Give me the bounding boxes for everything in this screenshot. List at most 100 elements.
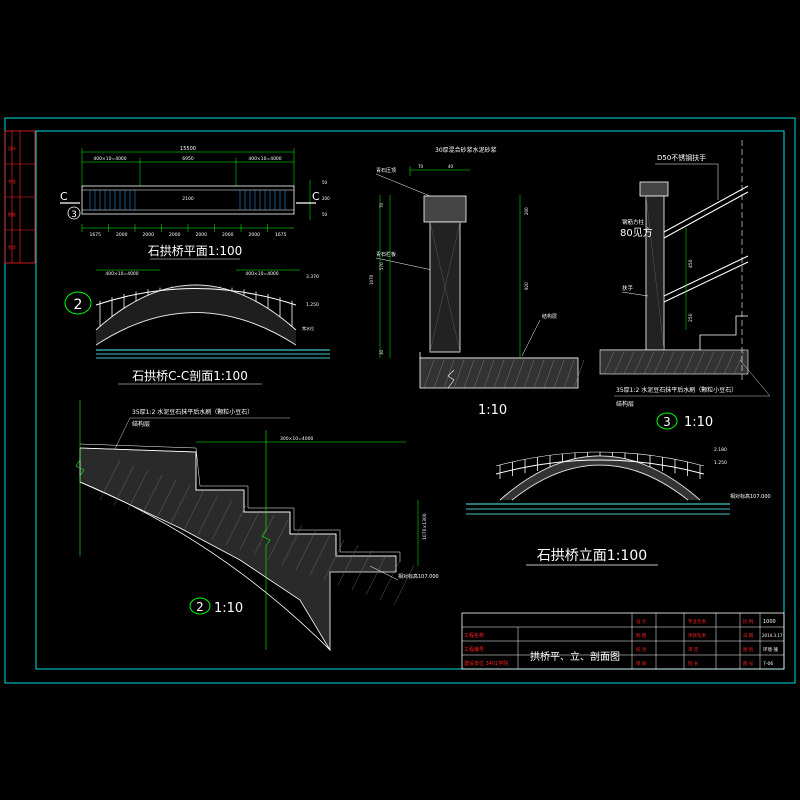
tb-mid-label: 审 核 (636, 660, 647, 667)
rd-hatch-line (523, 359, 535, 389)
d2-hatch-line (141, 474, 163, 516)
tb-mid-value: 项目负责 (688, 632, 706, 639)
tb-right-label: 图 别 (743, 646, 754, 653)
plan-total-dim: 15500 (180, 146, 196, 152)
cc-water-label: 常水位 (302, 325, 314, 331)
rd-dim-total: 1070 (369, 274, 374, 285)
d2-hatch-line (295, 529, 317, 571)
d2-hatch-line (155, 479, 177, 521)
d2-level: 相对标高107.000 (398, 573, 439, 580)
rd-hatch-line (463, 359, 475, 389)
tb-mid-value: 院 长 (688, 660, 699, 667)
strip-label: 签字 (8, 244, 16, 250)
d2-hatch-line (351, 549, 373, 591)
cc-title: 石拱桥C-C剖面1:100 (132, 369, 248, 383)
rd-hatch-line (573, 359, 585, 389)
d3-label-top: D50不锈钢扶手 (657, 153, 706, 162)
rd-hatch-line (423, 359, 435, 389)
inner-frame (35, 130, 785, 670)
d3-hatch-line (643, 351, 655, 375)
rd-hatch-line (513, 359, 525, 389)
d3-dim-b: 250 (688, 313, 694, 322)
d3-dim-a: 450 (688, 259, 694, 268)
d3-hatch-line (713, 351, 725, 375)
d2-hatch-line (211, 499, 233, 541)
callout-circle (67, 206, 81, 220)
plan-side-dim: 50 (322, 180, 328, 185)
rd-hatch-line (493, 359, 505, 389)
d3-label-bottom: 35厚1:2 水泥豆石抹平后水刷（颗粒小豆石） (616, 386, 737, 394)
plan-inner-dim: 2100 (182, 196, 194, 202)
d2-hatch-line (253, 514, 275, 556)
tb-right-value: 7-06 (763, 661, 773, 667)
d3-hatch-line (633, 351, 645, 375)
rd-hatch-line (483, 359, 495, 389)
cc-dim-left: 400×10=4000 (105, 271, 138, 277)
plan-bottom-dim: 1675 (275, 232, 287, 238)
cc-level-bottom: 1.250 (306, 302, 319, 308)
d3-hatch-line (683, 351, 695, 375)
rd-dim-tall: 570 (379, 262, 384, 270)
rd-dim-top2: 40 (448, 164, 454, 169)
tb-mid-value: 审 定 (688, 646, 699, 653)
plan-dim-mid: 6950 (182, 156, 194, 162)
d3-hatch-line (693, 351, 705, 375)
tb-mid-value: 专业负责 (688, 618, 706, 625)
tb-mid-label: 设 计 (636, 618, 647, 625)
d2-hatch-line (309, 534, 331, 576)
d2-hatch-line (239, 509, 261, 551)
d2-hatch-line (225, 504, 247, 546)
d2-label-base: 结构层 (132, 420, 150, 428)
d2-dim-top: 300×10=4000 (280, 436, 313, 442)
tb-right-label: 图 号 (743, 661, 754, 667)
plan-dim-left: 400×10=4000 (93, 156, 126, 162)
d2-hatch-line (267, 519, 289, 561)
plan-title: 石拱桥平面1:100 (148, 244, 243, 258)
rd-hatch-line (543, 359, 555, 389)
d2-hatch-line (281, 524, 303, 566)
d3-hatch-line (623, 351, 635, 375)
tb-left-label: 工程名称 (464, 632, 484, 639)
tb-mid-label: 制 图 (636, 632, 647, 639)
rd-hatch-line (503, 359, 515, 389)
d2-hatch-line (323, 539, 345, 581)
binding-strip: 设计 专业 图纸 签字 (4, 130, 36, 264)
tb-right-value: 环境-施 (763, 646, 779, 653)
rd-dim-mid: 70 (379, 202, 384, 208)
rd-dim-top: 70 (418, 164, 424, 169)
plan-side-dim: 50 (322, 212, 328, 217)
cc-level-top: 3.370 (306, 274, 319, 280)
plan-view: 15500 400×10=4000 6950 400×10=4000 2100 … (60, 146, 330, 260)
outer-frame (4, 117, 796, 684)
tb-mid-label: 校 对 (636, 646, 647, 653)
d2-hatch-line (337, 544, 359, 586)
d2-hatch-line (393, 564, 415, 606)
d2-hatch-line (365, 554, 387, 596)
rd-hatch-line (473, 359, 485, 389)
el-title: 石拱桥立面1:100 (537, 548, 647, 564)
rd-hatch-line (563, 359, 575, 389)
title-block: 工程名称 工程编号 建设单位 3401学院 拱桥平、立、剖面图 设 计 制 图 … (461, 612, 785, 670)
elevation-view: 2.180 1.250 相对标高107.000 石拱桥立面1:100 (466, 447, 771, 566)
d3-scale: 1:10 (684, 415, 713, 430)
detail-2: 35厚1:2 水泥豆石抹平后水刷（颗粒小豆石） 结构层 300×10=4000 … (75, 400, 439, 652)
d2-dim-side: 1070×1300 (422, 513, 428, 540)
tb-left-label: 建设单位 3401学院 (464, 660, 508, 667)
tb-right-label: 比 例 (743, 618, 754, 625)
d2-callout-id: 2 (196, 600, 204, 614)
rd-label-cap: 青石压顶 (376, 167, 396, 174)
d3-label-post-size: 80见方 (620, 226, 653, 239)
d2-hatch-line (169, 484, 191, 526)
d2-hatch-line (99, 459, 121, 501)
section-tag-left: C (60, 190, 68, 203)
d3-label-steel: 扶手 (622, 284, 634, 292)
el-level-mid: 1.250 (714, 460, 727, 466)
d3-hatch-line (673, 351, 685, 375)
d3-hatch-line (653, 351, 665, 375)
plan-bottom-dim: 2000 (143, 232, 155, 238)
cc-section-view: 400×10=4000 400×10=4000 2 3.370 1.250 常水… (64, 269, 330, 385)
rd-hatch-line (553, 359, 565, 389)
d3-hatch-line (723, 351, 735, 375)
